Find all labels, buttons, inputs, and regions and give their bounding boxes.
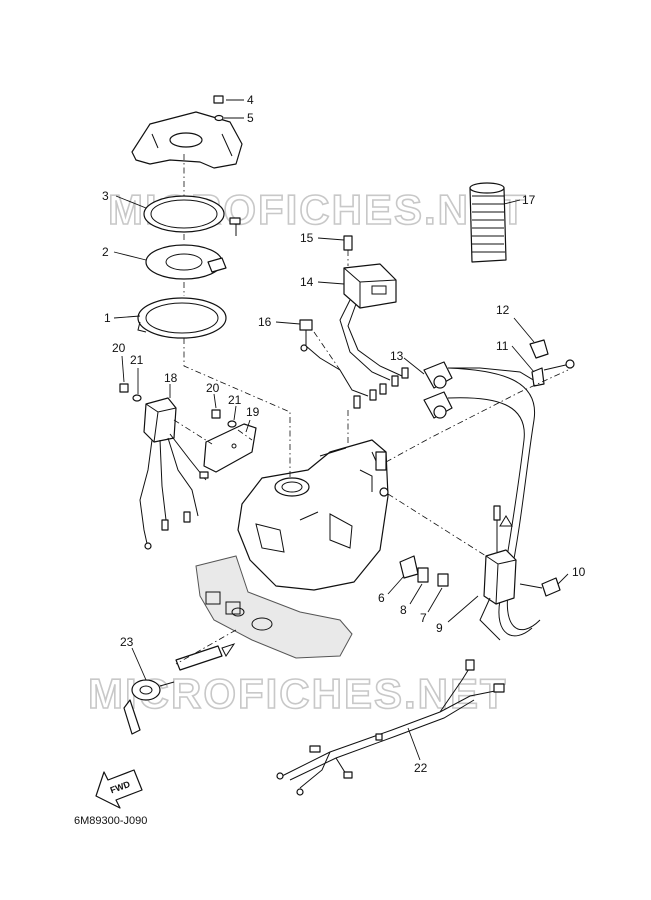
part-22-harness	[276, 659, 505, 796]
callout-2: 2	[102, 245, 109, 259]
callout-15: 15	[300, 231, 314, 245]
callout-20-right: 20	[206, 381, 220, 395]
diagram-code: 6M89300-J090	[74, 815, 147, 827]
callout-21-left: 21	[130, 353, 144, 367]
part-2-plate	[145, 244, 227, 280]
part-16-sensor	[299, 319, 369, 397]
part-3-ring	[143, 195, 225, 233]
part-10-bolt	[519, 577, 561, 597]
part-21-washer-right	[227, 420, 237, 428]
callout-7: 7	[420, 611, 427, 625]
part-19-cover	[203, 423, 257, 473]
part-9-ignition-coil	[479, 505, 517, 641]
leader-lines	[113, 99, 569, 761]
part-6-clip	[399, 555, 419, 579]
stator-pin-head	[229, 217, 241, 225]
reference-lines	[173, 154, 569, 665]
wire-bundle-terminals	[353, 367, 409, 409]
bottom-cowling	[195, 555, 353, 659]
part-7-screw	[437, 573, 449, 587]
callout-14: 14	[300, 275, 314, 289]
callout-16: 16	[258, 315, 272, 329]
engine-block	[237, 439, 389, 591]
part-11-bracket	[531, 359, 575, 387]
part-8-spacer	[417, 567, 429, 583]
callout-17: 17	[522, 193, 536, 207]
coil-arrow	[499, 515, 513, 527]
callout-11: 11	[496, 339, 509, 353]
callout-20-left: 20	[112, 341, 126, 355]
callout-21-right: 21	[228, 393, 242, 407]
callout-9: 9	[436, 621, 443, 635]
callout-23: 23	[120, 635, 134, 649]
top-bracket	[131, 111, 243, 169]
part-4-screw	[213, 95, 224, 104]
callout-5: 5	[247, 111, 254, 125]
ht-lead-1	[447, 367, 541, 630]
part-20-bolt-right	[211, 409, 221, 419]
callout-1: 1	[104, 311, 111, 325]
callout-18: 18	[164, 371, 178, 385]
part-12-clip	[529, 339, 549, 359]
part-13-plug-caps	[423, 361, 541, 419]
callout-10: 10	[572, 565, 586, 579]
part-1-plate	[137, 297, 227, 339]
callout-4: 4	[247, 93, 254, 107]
part-17-grommet	[469, 182, 507, 263]
ht-lead-2	[447, 397, 533, 637]
part-15-bolt	[343, 235, 353, 251]
fwd-arrow-icon: FWD	[95, 769, 143, 809]
callout-22: 22	[414, 761, 428, 775]
part-14-cdi-unit	[339, 263, 403, 381]
part-5-washer	[214, 114, 224, 122]
part-18-rectifier	[139, 397, 209, 550]
callout-12: 12	[496, 303, 510, 317]
callout-3: 3	[102, 189, 109, 203]
part-21-washer-left	[132, 394, 142, 402]
callout-6: 6	[378, 591, 385, 605]
part-20-bolt-left	[119, 383, 129, 393]
callout-19: 19	[246, 405, 260, 419]
callout-8: 8	[400, 603, 407, 617]
callout-13: 13	[390, 349, 404, 363]
